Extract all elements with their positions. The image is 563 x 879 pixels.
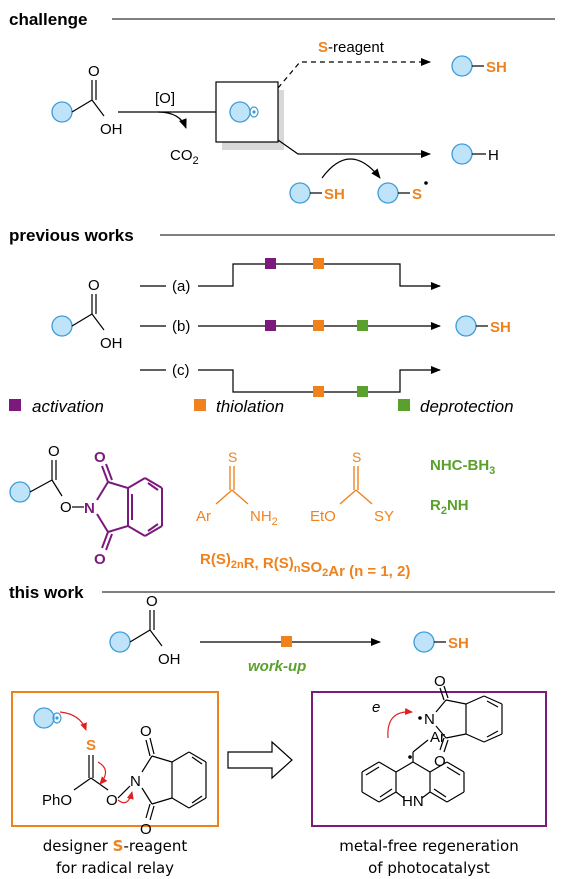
thiol-product-this-work: SH [413, 631, 469, 653]
svg-text:EtO: EtO [310, 508, 336, 525]
svg-text:O: O [88, 63, 100, 80]
nhpi-ester-structure: O O N O O [9, 443, 163, 568]
svg-text:O: O [106, 792, 118, 809]
open-arrow [227, 740, 293, 780]
svg-text:SH: SH [324, 186, 345, 203]
carboxylic-acid-challenge: O OH [51, 63, 123, 138]
legend-deprotection: deprotection [420, 397, 514, 416]
svg-text:O: O [434, 673, 446, 690]
co2-label: CO2 [170, 147, 199, 167]
svg-text:N: N [130, 773, 141, 790]
dashed-path-to-thiol [277, 58, 431, 89]
route-b-label: (b) [172, 318, 190, 335]
right-caption-line1: metal-free regeneration [339, 837, 518, 855]
thiol-product-previous: SH [455, 315, 511, 337]
svg-text:H: H [488, 147, 499, 164]
svg-text:Ar: Ar [196, 508, 211, 525]
thioamide-structure: S Ar NH2 [196, 449, 278, 528]
amine-label: R2NH [430, 497, 469, 517]
photocatalyst-box [311, 691, 547, 827]
workup-label: work-up [248, 658, 306, 675]
svg-text:e: e [372, 699, 380, 716]
alkane-product: H [451, 143, 499, 165]
radical-on-reagent [33, 707, 87, 731]
svg-text:SH: SH [486, 59, 507, 76]
svg-text:N: N [424, 711, 435, 728]
svg-text:HN: HN [402, 793, 424, 810]
carboxylic-acid-this-work: O OH [109, 593, 181, 668]
designer-s-reagent-structure: S PhO O N O O [42, 723, 207, 838]
s-reagent-label: S-reagent [318, 39, 385, 56]
nhc-borane-label: NHC-BH3 [430, 457, 495, 477]
svg-text:N: N [84, 500, 95, 517]
svg-text:OH: OH [100, 121, 123, 138]
svg-text:S: S [228, 449, 237, 465]
legend-thiolation-swatch [194, 399, 206, 411]
svg-text:O: O [48, 443, 60, 460]
svg-text:O: O [88, 277, 100, 294]
co2-curved-arrow [157, 111, 187, 129]
hat-path-to-alkane [277, 139, 431, 158]
legend-activation-swatch [9, 399, 21, 411]
legend-thiolation: thiolation [216, 397, 284, 416]
section-header-challenge: challenge [9, 10, 87, 29]
svg-text:OH: OH [158, 651, 181, 668]
thiol-hat-donor: SH [289, 182, 345, 204]
svg-text:SH: SH [490, 319, 511, 336]
xanthate-structure: S EtO SY [310, 449, 394, 525]
section-header-this-work: this work [9, 583, 84, 602]
right-caption-line2: of photocatalyst [368, 859, 490, 877]
thiolation-marker [313, 258, 324, 269]
svg-text:OH: OH [100, 335, 123, 352]
svg-text:SY: SY [374, 508, 394, 525]
svg-text:O: O [60, 499, 72, 516]
thiyl-radical: S [377, 181, 428, 204]
designer-reagent-box [11, 691, 219, 827]
oxidant-label: [O] [155, 90, 175, 107]
svg-text:O: O [140, 821, 152, 838]
polysulfide-label: R(S)2nR, R(S)nSO2Ar (n = 1, 2) [200, 551, 410, 580]
thiolation-marker [313, 386, 324, 397]
route-a-label: (a) [172, 278, 190, 295]
deprotection-marker [357, 386, 368, 397]
svg-text:O: O [146, 593, 158, 610]
svg-text:PhO: PhO [42, 792, 72, 809]
svg-text:S: S [352, 449, 361, 465]
svg-text:S: S [86, 737, 96, 754]
thiolation-marker [313, 320, 324, 331]
svg-text:O: O [94, 551, 106, 568]
legend-deprotection-swatch [398, 399, 410, 411]
left-caption-line2: for radical relay [56, 859, 174, 877]
legend-activation: activation [32, 397, 104, 416]
acridine-radical-structure: e N O O [361, 673, 503, 810]
svg-text:O: O [434, 753, 446, 770]
route-c-label: (c) [172, 362, 190, 379]
svg-text:O: O [94, 449, 106, 466]
svg-text:O: O [140, 723, 152, 740]
activation-marker [265, 320, 276, 331]
svg-text:SH: SH [448, 635, 469, 652]
thiolation-marker [281, 636, 292, 647]
hat-curved-arrow [321, 158, 381, 179]
section-header-previous: previous works [9, 226, 134, 245]
svg-text:NH2: NH2 [250, 508, 278, 528]
svg-text:S: S [412, 186, 422, 203]
deprotection-marker [357, 320, 368, 331]
svg-text:Ar: Ar [430, 729, 445, 746]
activation-marker [265, 258, 276, 269]
radical-intermediate-box [215, 81, 284, 150]
thiol-product-challenge: SH [451, 55, 507, 77]
carboxylic-acid-previous: O OH [51, 277, 123, 352]
left-caption-line1: designer S-reagent [43, 837, 188, 855]
